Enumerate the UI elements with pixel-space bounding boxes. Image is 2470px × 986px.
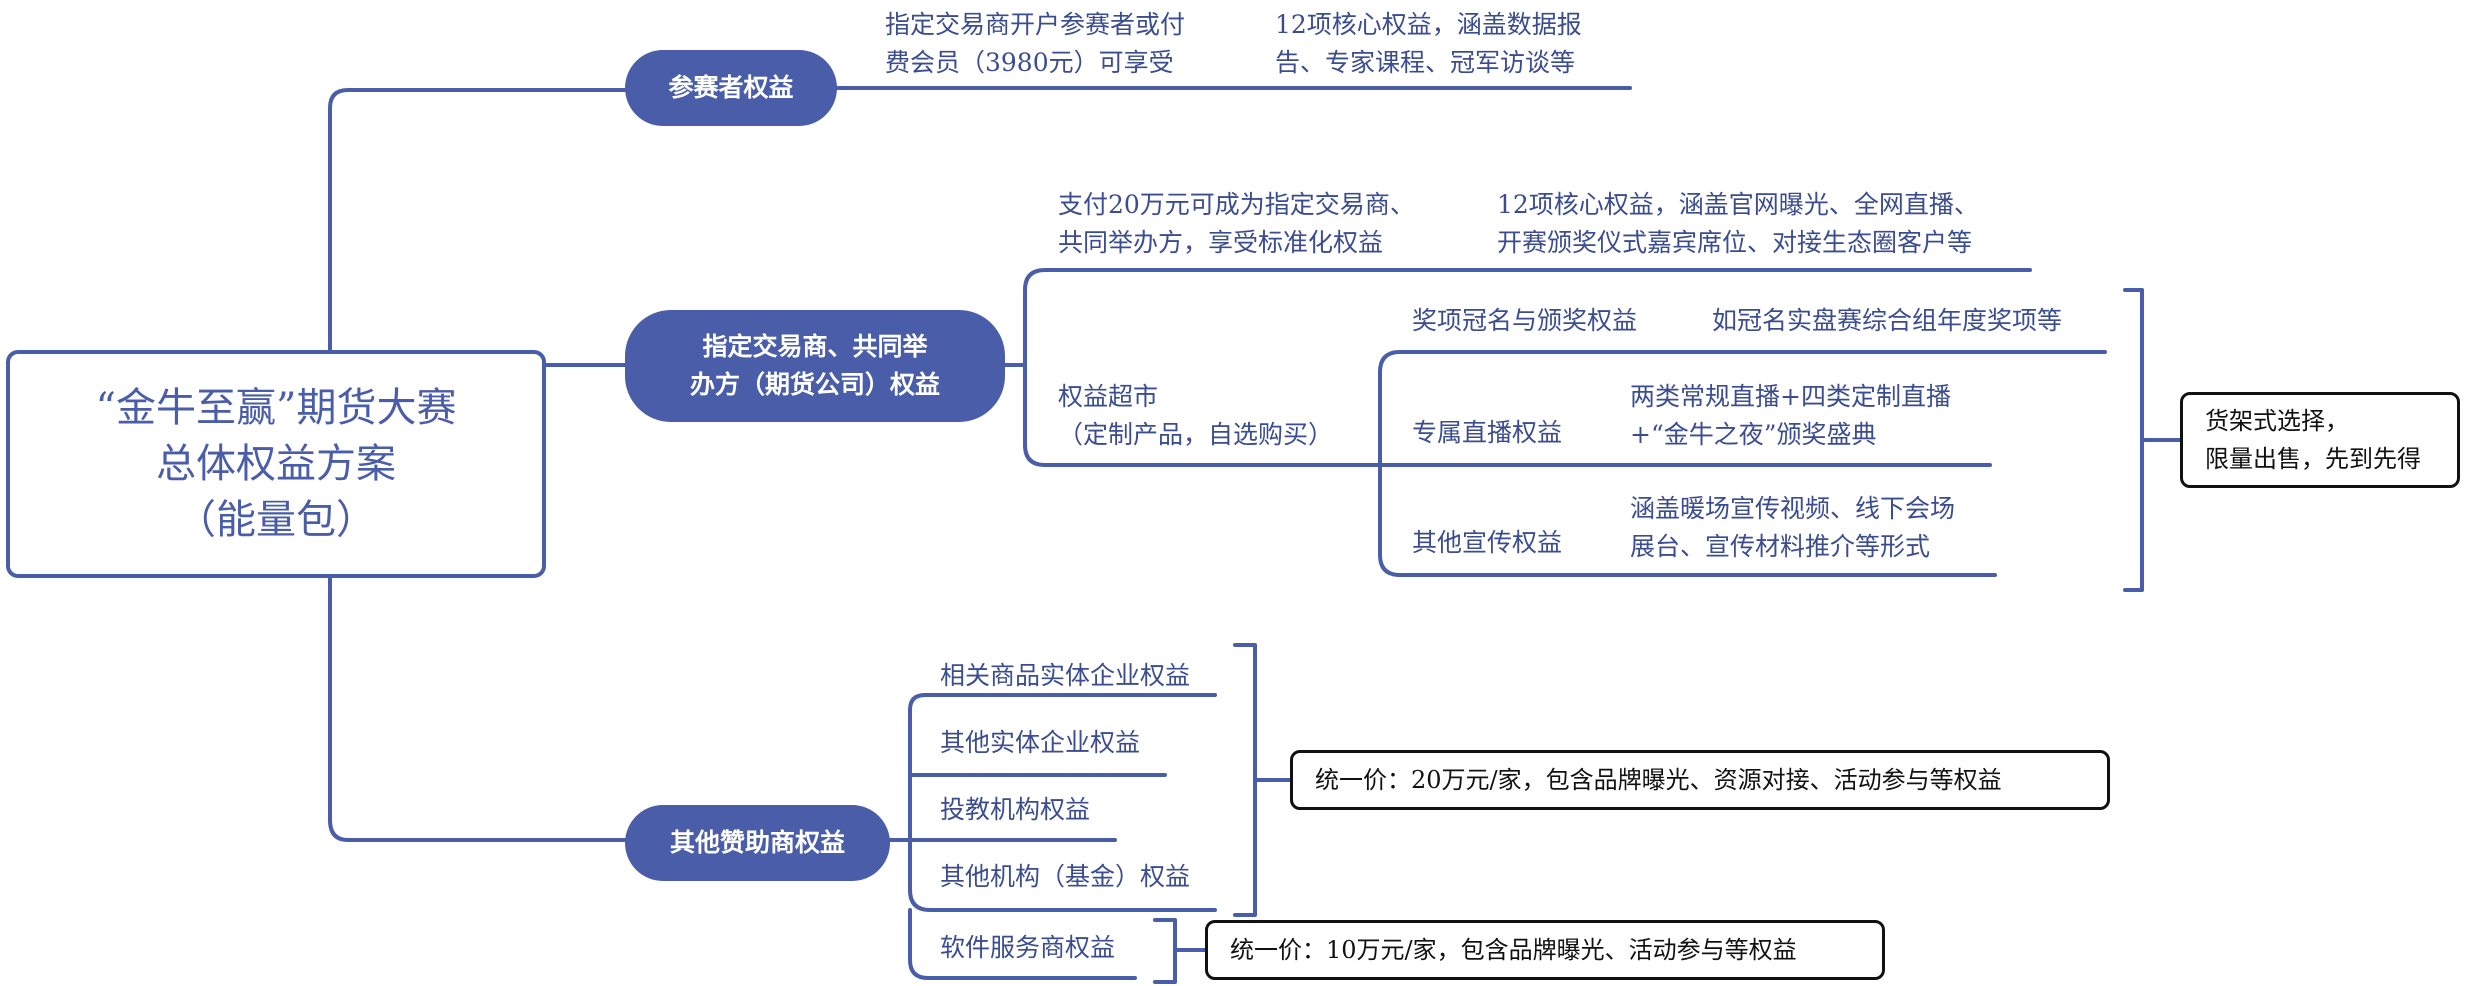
supermarket-item-1-name: 奖项冠名与颁奖权益 (1412, 306, 1638, 335)
supermarket-item-2-detail-line-1: 两类常规直播+四类定制直播 (1630, 382, 1951, 411)
broker-supermarket-line (1023, 363, 1382, 467)
broker-standard-desc: 支付20万元可成为指定交易商、 共同举办方，享受标准化权益 (1058, 186, 1415, 262)
rights-supermarket-label-line-1: 权益超市 (1058, 382, 1159, 411)
sponsor-item-5: 软件服务商权益 (940, 933, 1116, 962)
sponsor-item-2: 其他实体企业权益 (940, 728, 1141, 757)
supermarket-item-1-detail: 如冠名实盘赛综合组年度奖项等 (1712, 306, 2063, 335)
supermarket-item3-line (1378, 463, 1997, 577)
sponsor-line-4 (908, 838, 1217, 912)
participant-rights-node: 参赛者权益 (625, 50, 837, 126)
broker-standard-desc-line-1: 支付20万元可成为指定交易商、 (1058, 190, 1415, 219)
participant-desc-line-1: 指定交易商开户参赛者或付 (885, 10, 1186, 39)
trunk-line (328, 88, 627, 352)
broker-standard-desc-line-2: 共同举办方，享受标准化权益 (1058, 228, 1384, 257)
participant-desc-line-2: 费会员（3980元）可享受 (885, 48, 1174, 77)
broker-rights-label-line-1: 指定交易商、共同举 (702, 332, 928, 361)
participant-detail-line-1: 12项核心权益，涵盖数据报 (1275, 10, 1582, 39)
broker-standard-line (1003, 268, 2032, 367)
supermarket-item-3-detail-line-1: 涵盖暖场宣传视频、线下会场 (1630, 494, 1956, 523)
sponsor-item-3: 投教机构权益 (940, 795, 1091, 824)
participant-detail: 12项核心权益，涵盖数据报 告、专家课程、冠军访谈等 (1275, 6, 1582, 82)
participant-rights-label: 参赛者权益 (668, 73, 794, 102)
supermarket-note-box: 货架式选择， 限量出售，先到先得 (2180, 392, 2460, 488)
sponsor-rights-node: 其他赞助商权益 (625, 805, 890, 881)
sponsor-price-note-20w-text: 统一价：20万元/家，包含品牌曝光、资源对接、活动参与等权益 (1315, 766, 2002, 794)
broker-standard-detail-line-1: 12项核心权益，涵盖官网曝光、全网直播、 (1497, 190, 1979, 219)
supermarket-note-line-2: 限量出售，先到先得 (2205, 445, 2421, 473)
supermarket-item-3-detail: 涵盖暖场宣传视频、线下会场 展台、宣传材料推介等形式 (1630, 490, 1955, 566)
supermarket-item-2-detail: 两类常规直播+四类定制直播 +“金牛之夜”颁奖盛典 (1630, 378, 1951, 454)
sponsor-bracket-2 (1153, 918, 1207, 984)
sponsor-item-4: 其他机构（基金）权益 (940, 862, 1191, 891)
broker-rights-label-line-2: 办方（期货公司）权益 (689, 370, 940, 399)
sponsor-bracket-1 (1233, 643, 1292, 917)
sponsor-group-line (888, 693, 1217, 842)
supermarket-item-3-detail-line-2: 展台、宣传材料推介等形式 (1630, 532, 1931, 561)
root-title-box: “金牛至赢”期货大赛 总体权益方案 （能量包） (6, 350, 546, 578)
sponsor-price-note-20w: 统一价：20万元/家，包含品牌曝光、资源对接、活动参与等权益 (1290, 750, 2110, 810)
sponsor-item-1: 相关商品实体企业权益 (940, 661, 1191, 690)
broker-standard-detail-line-2: 开赛颁奖仪式嘉宾席位、对接生态圈客户等 (1497, 228, 1973, 257)
sponsor-line-5 (908, 908, 1137, 980)
participant-desc: 指定交易商开户参赛者或付 费会员（3980元）可享受 (885, 6, 1185, 82)
supermarket-note-line-1: 货架式选择， (2205, 407, 2349, 435)
supermarket-bracket (2123, 288, 2182, 592)
participant-detail-line-2: 告、专家课程、冠军访谈等 (1275, 48, 1576, 77)
sponsor-rights-label: 其他赞助商权益 (669, 828, 845, 857)
supermarket-item-3-name: 其他宣传权益 (1412, 528, 1563, 557)
sponsor-price-note-10w: 统一价：10万元/家，包含品牌曝光、活动参与等权益 (1205, 920, 1885, 980)
supermarket-items-line (1378, 350, 2107, 467)
rights-supermarket-label-line-2: （定制产品，自选购买） (1058, 420, 1334, 449)
rights-supermarket-label: 权益超市 （定制产品，自选购买） (1058, 378, 1333, 454)
root-title-line-3: （能量包） (176, 497, 376, 543)
root-title-line-1: “金牛至赢”期货大赛 (95, 385, 457, 431)
sponsor-price-note-10w-text: 统一价：10万元/家，包含品牌曝光、活动参与等权益 (1230, 936, 1797, 964)
root-title-line-2: 总体权益方案 (156, 441, 396, 487)
broker-standard-detail: 12项核心权益，涵盖官网曝光、全网直播、 开赛颁奖仪式嘉宾席位、对接生态圈客户等 (1497, 186, 1979, 262)
broker-rights-node: 指定交易商、共同举 办方（期货公司）权益 (625, 310, 1005, 422)
trunk-line-lower (328, 576, 627, 842)
supermarket-item-2-name: 专属直播权益 (1412, 418, 1563, 447)
supermarket-item-2-detail-line-2: +“金牛之夜”颁奖盛典 (1630, 420, 1877, 449)
